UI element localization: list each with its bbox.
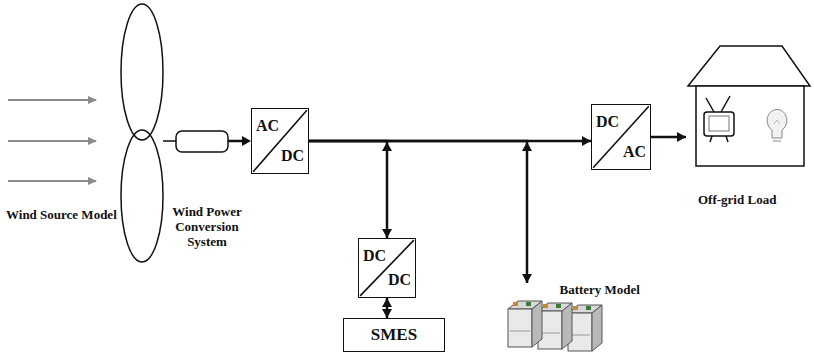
connector: [309, 141, 532, 283]
connector: [382, 298, 392, 318]
battery-cells: [502, 297, 612, 353]
converter-box: ACDC: [251, 108, 309, 174]
connector: [651, 132, 686, 142]
battery-label: Battery Model: [559, 283, 640, 297]
box-text: SMES: [371, 325, 417, 345]
converter-text: DC: [596, 113, 619, 131]
battery-bank: Battery Model: [500, 283, 642, 353]
generator: [163, 131, 251, 152]
load-label: Off-grid Load: [698, 192, 776, 207]
house-drawing: [686, 40, 812, 170]
converter-text: DC: [388, 271, 411, 289]
converter-box: DCAC: [591, 104, 651, 170]
converter-text: DC: [363, 247, 386, 265]
converter-text: AC: [256, 117, 279, 135]
converter-text: DC: [281, 147, 304, 165]
source-label: Wind Source Model: [6, 207, 146, 222]
converter-box: DCDC: [358, 238, 416, 298]
converter-text: AC: [623, 143, 646, 161]
smes-box: SMES: [343, 318, 445, 352]
connector: [309, 141, 392, 238]
turbine-blades: [121, 4, 163, 262]
house-load: Off-grid Load: [686, 40, 812, 212]
wind-arrows: [8, 100, 96, 181]
system-label: Wind Power Conversion System: [168, 204, 246, 249]
